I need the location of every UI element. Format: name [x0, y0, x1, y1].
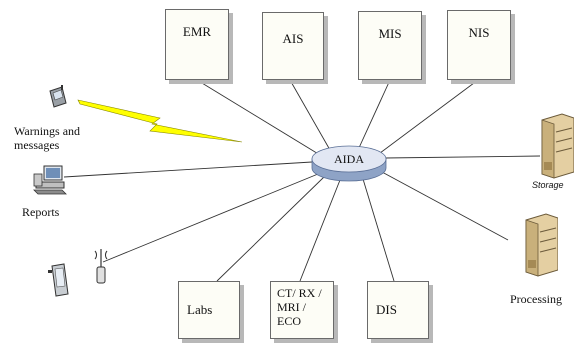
labs-label: Labs	[187, 302, 213, 317]
mis-label: MIS	[378, 26, 402, 41]
antenna-icon	[94, 249, 108, 284]
nis-box: NIS	[447, 10, 511, 80]
link-nis	[379, 79, 479, 154]
warnings-messages-label: Warnings and messages	[14, 124, 81, 152]
link-processing	[381, 171, 509, 241]
link-reports	[63, 161, 313, 178]
ais-box: AIS	[262, 12, 324, 80]
link-storage	[384, 155, 541, 159]
ct-rx-mri-eco-label: CT/ RX / MRI / ECO	[277, 286, 322, 328]
mis-box: MIS	[358, 11, 422, 80]
emr-label: EMR	[182, 24, 212, 39]
link-ct	[299, 179, 341, 282]
lightning-bolt-icon	[77, 99, 243, 143]
link-emr	[196, 79, 321, 156]
link-antenna	[102, 173, 319, 263]
processing-label: Processing	[510, 292, 562, 306]
pda-icon	[48, 263, 69, 297]
ais-label: AIS	[282, 31, 304, 46]
dis-label: DIS	[376, 302, 397, 317]
mobile-phone-icon	[49, 85, 67, 108]
nis-label: NIS	[468, 25, 490, 40]
dis-box: DIS	[367, 281, 429, 339]
emr-box: EMR	[165, 9, 229, 80]
storage-server-icon	[541, 113, 574, 179]
labs-box: Labs	[178, 281, 240, 339]
desktop-computer-icon	[33, 165, 67, 195]
aida-hub: AIDA	[311, 145, 387, 182]
processing-server-icon	[525, 213, 558, 277]
link-dis	[362, 178, 395, 282]
storage-label: Storage	[532, 180, 564, 190]
reports-label: Reports	[22, 205, 60, 219]
aida-label: AIDA	[334, 152, 364, 166]
link-mis	[357, 79, 391, 151]
link-ais	[289, 79, 331, 151]
link-labs	[216, 176, 325, 282]
ct-rx-mri-eco-box: CT/ RX / MRI / ECO	[270, 281, 334, 339]
